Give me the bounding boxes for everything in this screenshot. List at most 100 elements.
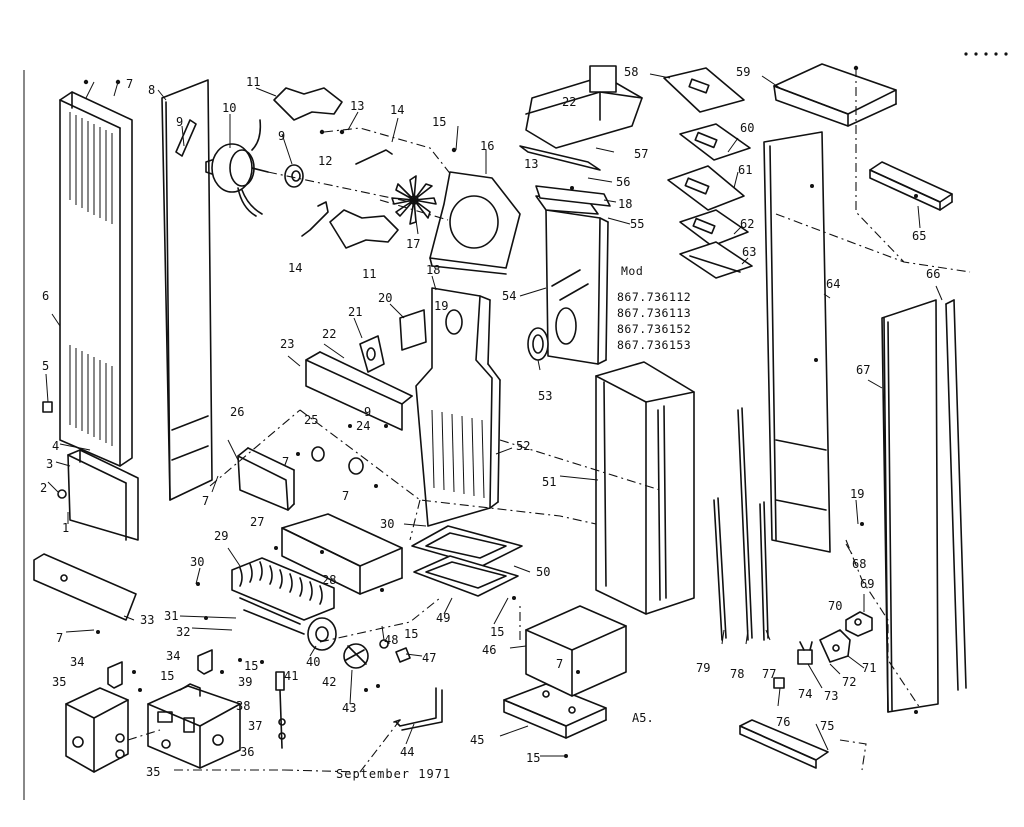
fan-housing-plate-16 bbox=[429, 171, 521, 275]
callout-62: 62 bbox=[740, 217, 755, 231]
callout-30: 30 bbox=[190, 555, 205, 569]
callout-69: 69 bbox=[860, 577, 875, 591]
bracket-71 bbox=[819, 629, 851, 663]
base-gasket-50 bbox=[411, 525, 523, 567]
alignment-line bbox=[839, 739, 867, 771]
callout-46: 46 bbox=[482, 643, 497, 657]
plate-20 bbox=[399, 309, 427, 351]
callout-21: 21 bbox=[348, 305, 363, 319]
callout-67: 67 bbox=[856, 363, 871, 377]
callout-66: 66 bbox=[926, 267, 941, 281]
callout-55: 55 bbox=[630, 217, 645, 231]
callout-15-6: 15 bbox=[526, 751, 541, 765]
callout-19: 19 bbox=[434, 299, 449, 313]
callout-7-2: 7 bbox=[202, 494, 210, 508]
callout-9-2: 9 bbox=[278, 129, 286, 143]
burner-tray-27 bbox=[281, 513, 403, 595]
callout-26: 26 bbox=[230, 405, 245, 419]
callout-79: 79 bbox=[696, 661, 711, 675]
bracket-23 bbox=[305, 351, 413, 431]
blower-motor-10 bbox=[205, 119, 269, 217]
callout-72: 72 bbox=[842, 675, 857, 689]
callout-76: 76 bbox=[776, 715, 791, 729]
callout-63: 63 bbox=[742, 245, 757, 259]
control-box-26 bbox=[237, 447, 295, 511]
callout-32: 32 bbox=[176, 625, 191, 639]
callout-48: 48 bbox=[384, 633, 399, 647]
callout-33: 33 bbox=[140, 613, 155, 627]
callout-41: 41 bbox=[284, 669, 299, 683]
callout-13: 13 bbox=[350, 99, 365, 113]
screw-5 bbox=[42, 401, 53, 413]
callout-15-3: 15 bbox=[244, 659, 259, 673]
screw-2 bbox=[57, 489, 67, 499]
burner-29 bbox=[231, 557, 337, 651]
alignment-line bbox=[299, 409, 597, 525]
strip-66 bbox=[945, 299, 967, 691]
rod-79 bbox=[713, 497, 727, 641]
callout-77: 77 bbox=[762, 667, 777, 681]
date-footer: September 1971 bbox=[336, 767, 452, 781]
callout-19-2: 19 bbox=[850, 487, 865, 501]
callout-39: 39 bbox=[238, 675, 253, 689]
callout-11: 11 bbox=[246, 75, 261, 89]
corner-panel-51 bbox=[595, 361, 695, 615]
callout-68: 68 bbox=[852, 557, 867, 571]
callout-64: 64 bbox=[826, 277, 841, 291]
alignment-line bbox=[283, 719, 401, 773]
callout-9: 9 bbox=[176, 115, 184, 129]
hardware-dots bbox=[83, 52, 1008, 758]
flue-collar-53 bbox=[527, 327, 549, 361]
gas-pipe-44 bbox=[393, 687, 443, 731]
callout-3: 3 bbox=[46, 457, 54, 471]
callout-7-3: 7 bbox=[282, 455, 290, 469]
callout-78: 78 bbox=[730, 667, 745, 681]
gasket-13-right bbox=[519, 145, 601, 171]
callout-34: 34 bbox=[70, 655, 85, 669]
callout-43: 43 bbox=[342, 701, 357, 715]
grommet-25 bbox=[311, 446, 325, 462]
callout-8: 8 bbox=[148, 83, 156, 97]
rear-panel-67 bbox=[881, 299, 939, 713]
gas-valve-35 bbox=[65, 687, 129, 773]
callout-57: 57 bbox=[634, 147, 649, 161]
model-number-4: 867.736153 bbox=[617, 338, 692, 352]
callout-29: 29 bbox=[214, 529, 229, 543]
left-side-panel-8 bbox=[161, 79, 213, 501]
callout-51: 51 bbox=[542, 475, 557, 489]
flue-collector-54 bbox=[545, 209, 609, 365]
rod-14-upper bbox=[355, 149, 393, 165]
callout-54: 54 bbox=[502, 289, 517, 303]
callout-7-4: 7 bbox=[342, 489, 350, 503]
callout-11-2: 11 bbox=[362, 267, 377, 281]
callout-65: 65 bbox=[912, 229, 927, 243]
alignment-line bbox=[845, 539, 921, 709]
bracket-33 bbox=[33, 553, 137, 621]
bracket-75 bbox=[739, 719, 829, 769]
callout-13-2: 13 bbox=[524, 157, 539, 171]
callout-27: 27 bbox=[250, 515, 265, 529]
right-side-panel-64 bbox=[763, 131, 831, 553]
callout-40: 40 bbox=[306, 655, 321, 669]
callout-1: 1 bbox=[62, 521, 70, 535]
model-number-1: 867.736112 bbox=[617, 290, 692, 304]
gasket-11-top bbox=[273, 87, 343, 121]
leader-lines bbox=[45, 73, 943, 757]
rod-14-lower bbox=[301, 201, 329, 237]
callout-22: 22 bbox=[322, 327, 337, 341]
callout-53: 53 bbox=[538, 389, 553, 403]
alignment-line bbox=[319, 597, 441, 643]
alignment-line bbox=[209, 409, 301, 487]
fan-wheel-17 bbox=[391, 175, 437, 225]
callout-15-4: 15 bbox=[404, 627, 419, 641]
flue-adapter-63 bbox=[679, 241, 753, 279]
callout-42: 42 bbox=[322, 675, 337, 689]
callout-35-2: 35 bbox=[146, 765, 161, 779]
callout-23: 23 bbox=[280, 337, 295, 351]
callout-59: 59 bbox=[736, 65, 751, 79]
callout-47: 47 bbox=[422, 651, 437, 665]
callout-56: 56 bbox=[616, 175, 631, 189]
callout-73: 73 bbox=[824, 689, 839, 703]
callout-61: 61 bbox=[738, 163, 753, 177]
alignment-line bbox=[127, 729, 161, 741]
